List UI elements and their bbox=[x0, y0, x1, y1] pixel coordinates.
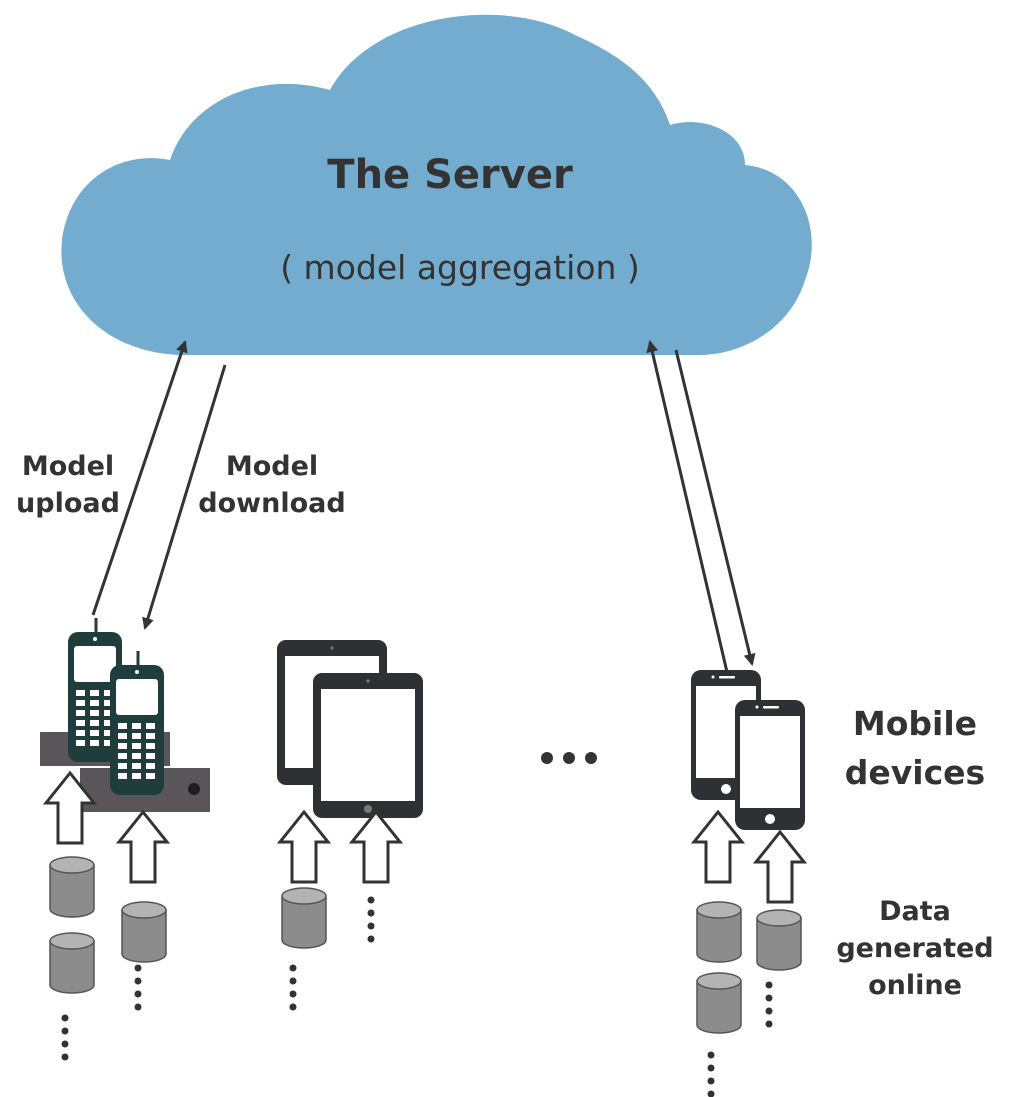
mobile-devices-label-line1: Mobile bbox=[853, 704, 977, 743]
model-upload-arrow-right bbox=[646, 340, 729, 673]
server-title: The Server bbox=[327, 152, 573, 198]
tablet-icon bbox=[277, 640, 423, 818]
model-upload-label-line1: Model bbox=[22, 451, 114, 482]
data-generated-label-line2: generated bbox=[836, 933, 993, 964]
model-upload-arrow bbox=[91, 340, 188, 616]
model-download-label-line1: Model bbox=[226, 451, 318, 482]
model-download-arrow bbox=[142, 364, 227, 630]
database-icon bbox=[49, 856, 802, 1034]
model-download-label-line2: download bbox=[198, 488, 345, 519]
cloud-icon bbox=[61, 14, 812, 355]
ellipsis-icon bbox=[541, 752, 597, 764]
more-data-dots bbox=[61, 896, 773, 1097]
data-generated-label-line3: online bbox=[868, 970, 962, 1001]
model-upload-label-line2: upload bbox=[16, 488, 120, 519]
handheld-scanner-icon bbox=[40, 616, 210, 812]
data-generated-label-line1: Data bbox=[879, 896, 951, 927]
model-download-arrow-right bbox=[674, 349, 756, 666]
smartphone-icon bbox=[691, 670, 805, 830]
server-subtitle: ( model aggregation ) bbox=[280, 248, 640, 287]
mobile-devices-label-line2: devices bbox=[845, 753, 985, 792]
